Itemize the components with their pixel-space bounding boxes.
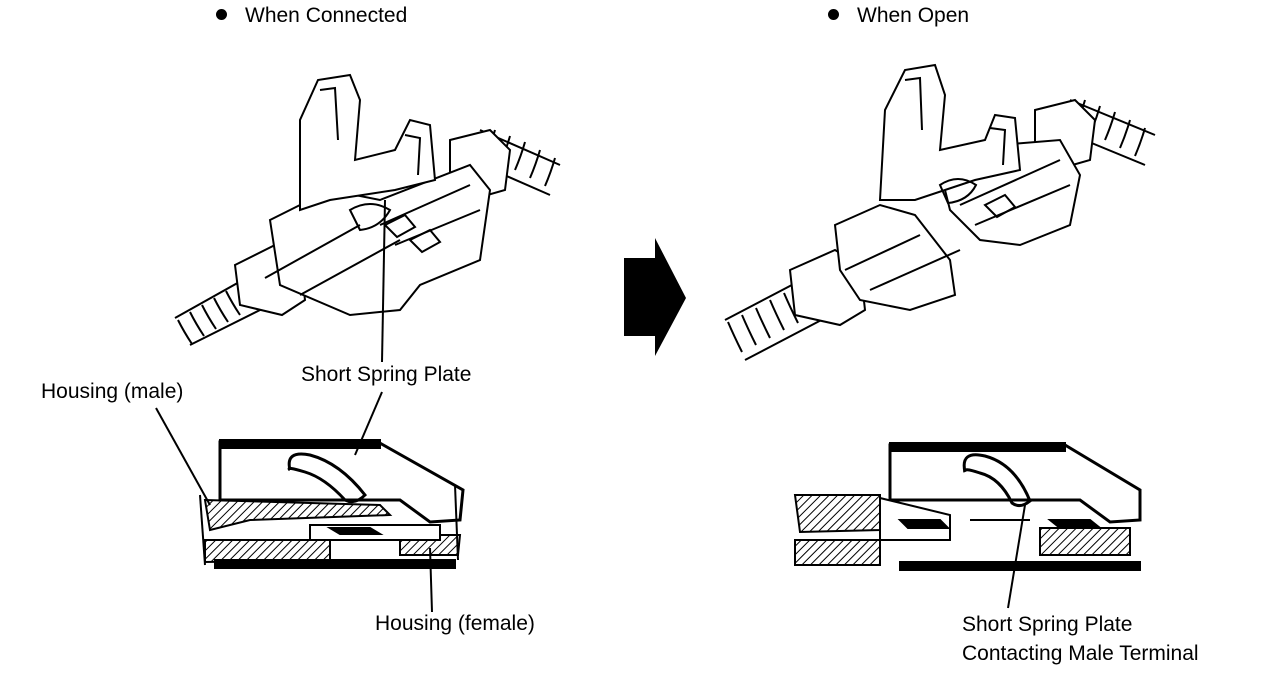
- cross-section-connected: [199, 439, 465, 569]
- spring-plate: [287, 452, 367, 504]
- heading-open: When Open: [828, 4, 969, 28]
- terminal-wires: [264, 184, 481, 296]
- label-housing-female: Housing (female): [375, 612, 535, 635]
- spring-plate-open: [962, 453, 1032, 508]
- label-housing-male: Housing (male): [41, 380, 184, 403]
- connector-illustration-connected: [174, 73, 561, 346]
- label-short-spring-plate: Short Spring Plate: [301, 363, 472, 386]
- lever: [299, 73, 437, 212]
- leader-lines-connected: [155, 199, 433, 613]
- heading-open-text: When Open: [857, 4, 970, 27]
- lever-open: [878, 63, 1022, 201]
- label-short-spring-plate-open: Short Spring Plate: [962, 613, 1133, 636]
- heading-connected: When Connected: [216, 4, 407, 28]
- connector-illustration-open: [724, 63, 1156, 361]
- heading-connected-text: When Connected: [245, 4, 408, 27]
- right-arrow-icon: [624, 238, 686, 356]
- bullet-icon: [216, 9, 227, 20]
- bullet-icon: [828, 9, 839, 20]
- male-housing-open: [833, 203, 957, 312]
- leader-lines-open: [1007, 504, 1026, 609]
- female-housing-bottom-open: [899, 561, 1141, 571]
- male-housing-section: [203, 498, 393, 532]
- female-housing-top-open: [888, 443, 1142, 524]
- label-contacting-male-terminal: Contacting Male Terminal: [962, 642, 1199, 665]
- female-housing-top: [218, 440, 465, 524]
- female-housing-bottom: [214, 559, 456, 569]
- cross-section-open: [793, 442, 1142, 571]
- terminal-wires-open: [844, 159, 1071, 291]
- male-housing-section-open: [793, 494, 881, 534]
